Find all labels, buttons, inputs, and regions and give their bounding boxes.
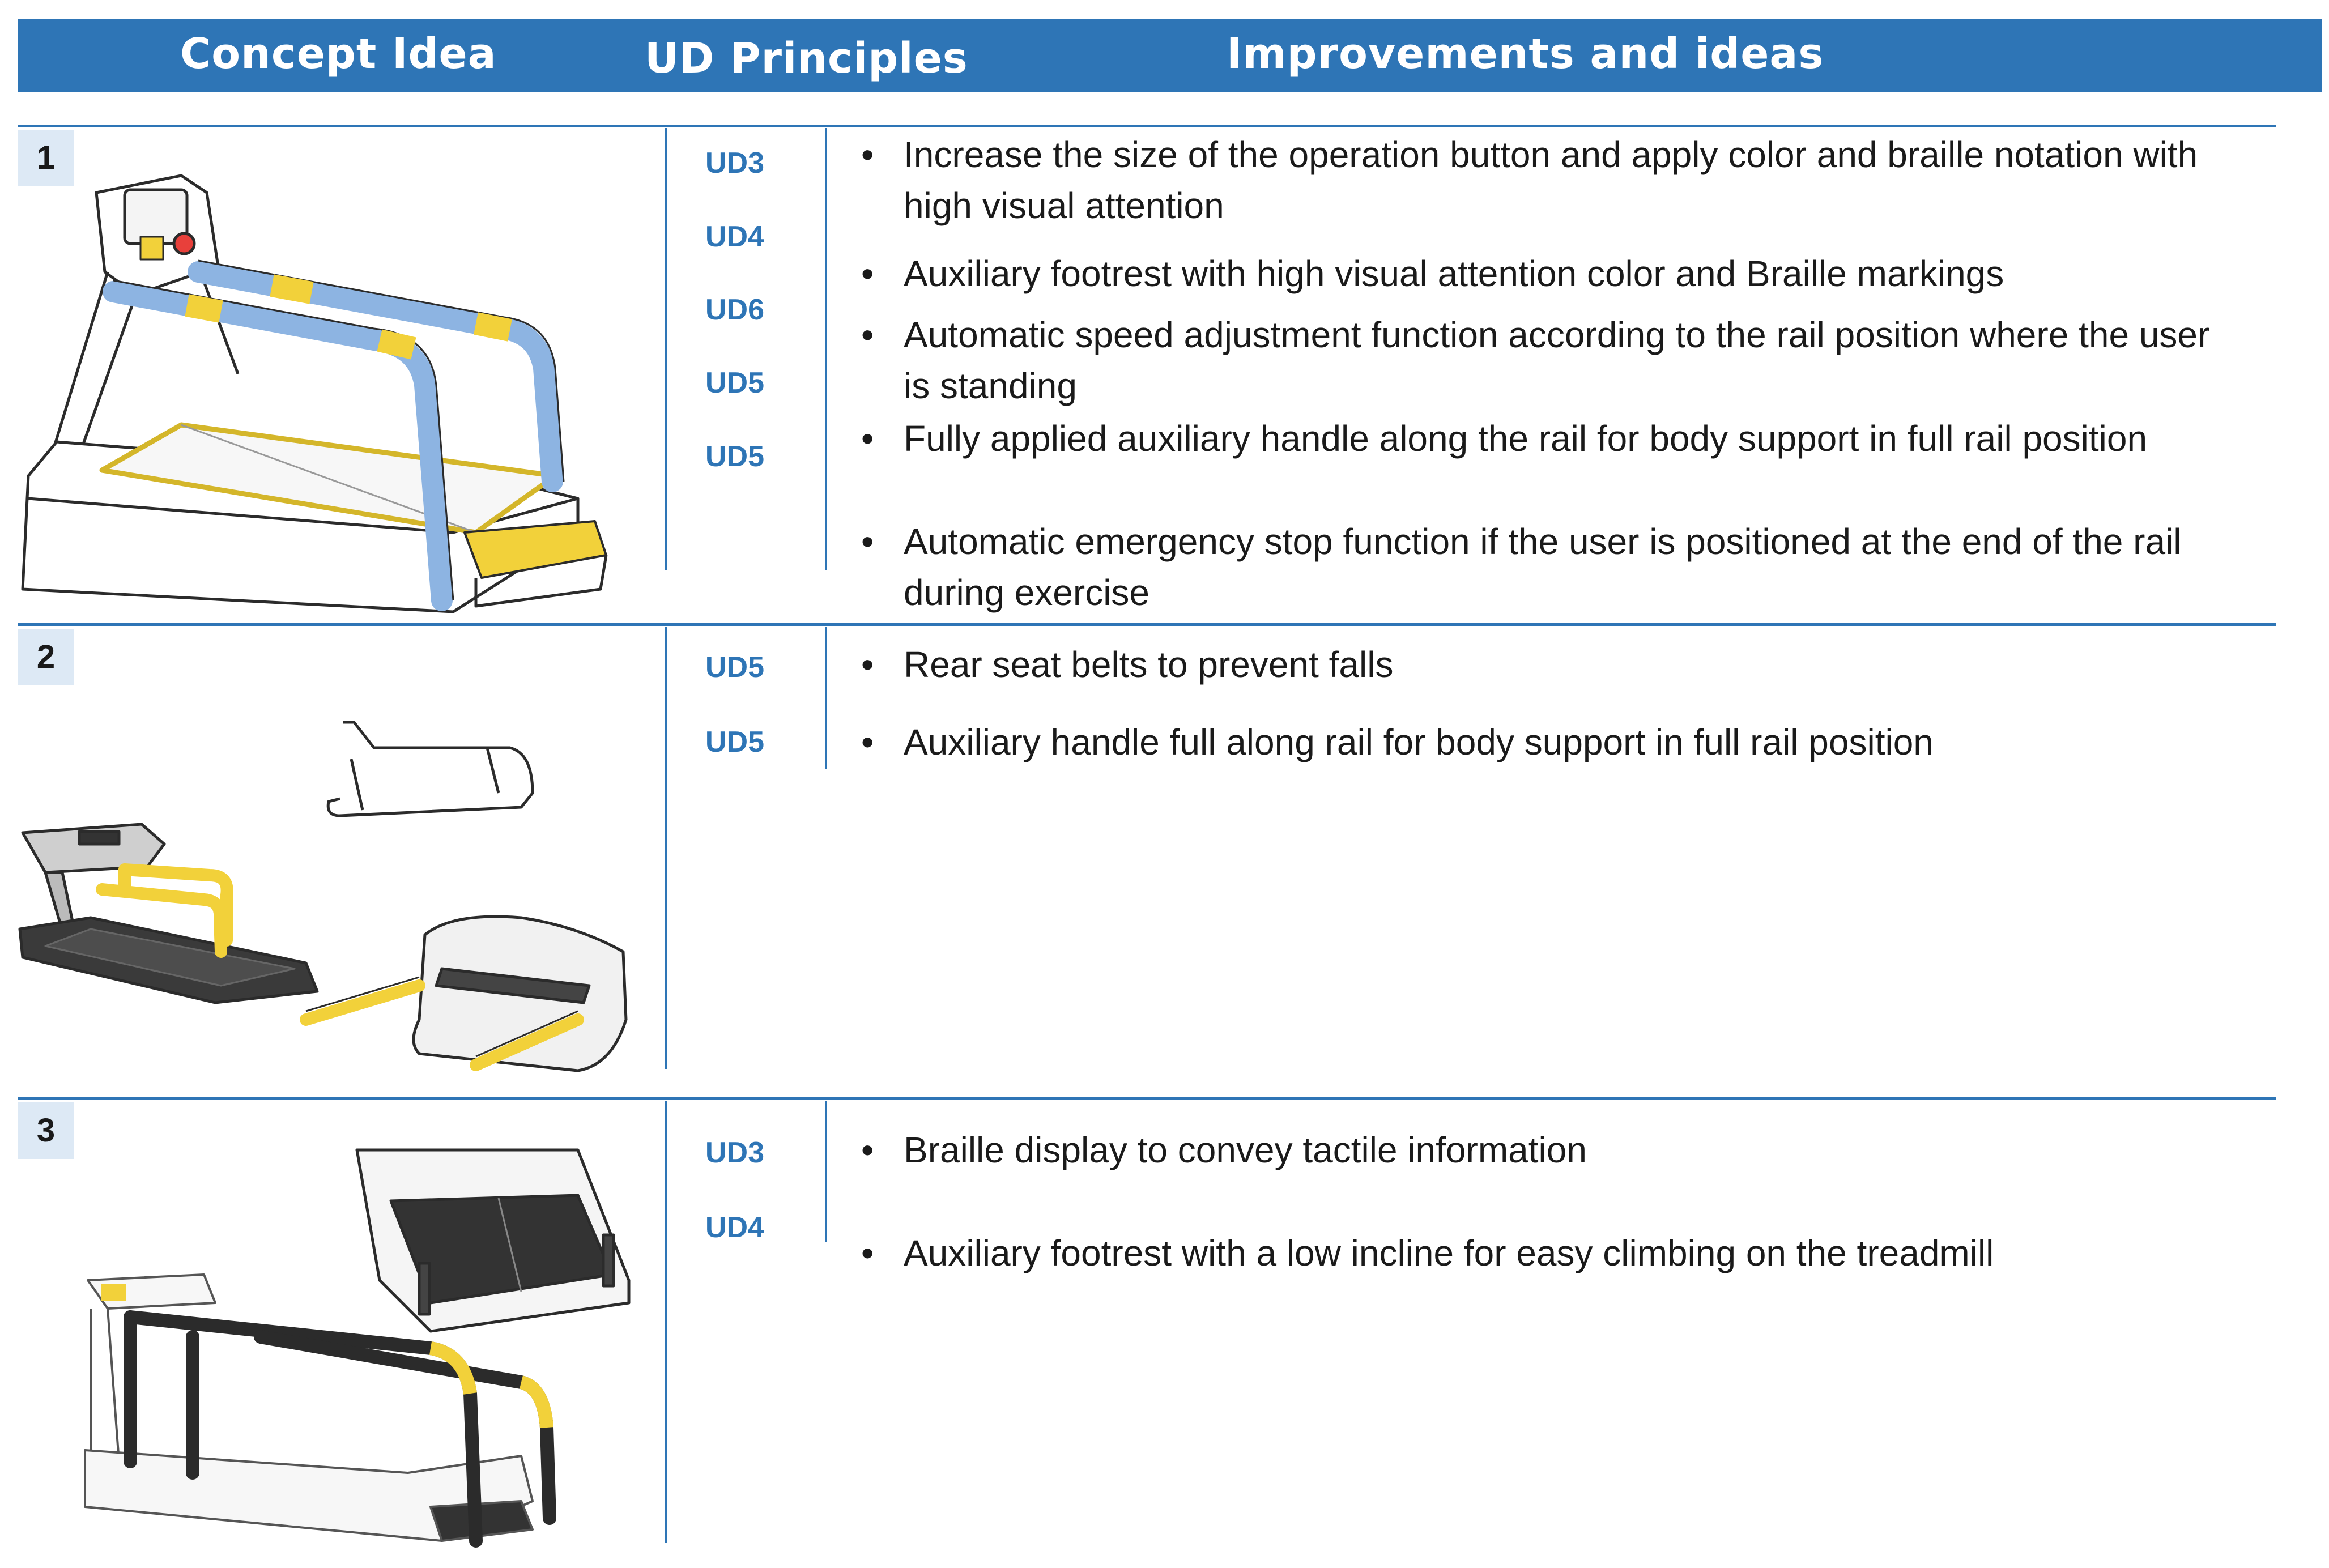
row-number-box: 2 bbox=[18, 629, 74, 685]
column-divider-right bbox=[825, 128, 827, 570]
list-item: •Automatic emergency stop function if th… bbox=[861, 516, 2221, 618]
row-number: 1 bbox=[36, 139, 56, 176]
ud-label: UD3 bbox=[705, 147, 765, 180]
column-divider-left bbox=[665, 1101, 667, 1543]
bullet-icon: • bbox=[861, 418, 874, 459]
table-header-bar bbox=[18, 19, 2322, 92]
row-divider-2 bbox=[18, 623, 2276, 626]
bullet-icon: • bbox=[861, 521, 874, 562]
bullet-icon: • bbox=[861, 314, 874, 355]
column-divider-left bbox=[665, 627, 667, 1069]
treadmill-sketch-3 bbox=[84, 1148, 631, 1548]
bullet-icon: • bbox=[861, 1130, 874, 1170]
ud-label: UD3 bbox=[705, 1136, 765, 1169]
bullet-icon: • bbox=[861, 134, 874, 175]
list-item: •Fully applied auxiliary handle along th… bbox=[861, 413, 2147, 464]
ud-label: UD6 bbox=[705, 293, 765, 326]
row-divider-3 bbox=[18, 1097, 2276, 1100]
ud-label: UD5 bbox=[705, 651, 765, 684]
bullet-icon: • bbox=[861, 253, 874, 294]
ud-label: UD5 bbox=[705, 726, 765, 759]
bullet-icon: • bbox=[861, 644, 874, 685]
row-number-box: 1 bbox=[18, 130, 74, 186]
bullet-icon: • bbox=[861, 1233, 874, 1273]
column-divider-left bbox=[665, 128, 667, 570]
ud-label: UD5 bbox=[705, 440, 765, 473]
ud-label: UD4 bbox=[705, 220, 765, 253]
row-number-box: 3 bbox=[18, 1102, 74, 1159]
list-item: •Rear seat belts to prevent falls bbox=[861, 639, 1393, 690]
treadmill-sketch-1 bbox=[21, 174, 608, 613]
list-item: •Braille display to convey tactile infor… bbox=[861, 1124, 1587, 1175]
header-improvements: Improvements and ideas bbox=[1227, 29, 1824, 78]
row-divider-1 bbox=[18, 125, 2276, 127]
ud-label: UD4 bbox=[705, 1211, 765, 1244]
row-number: 3 bbox=[36, 1112, 56, 1149]
column-divider-right bbox=[825, 627, 827, 769]
list-item: •Automatic speed adjustment function acc… bbox=[861, 309, 2221, 411]
list-item: •Increase the size of the operation butt… bbox=[861, 129, 2221, 231]
row-number: 2 bbox=[36, 638, 56, 675]
list-item: •Auxiliary footrest with a low incline f… bbox=[861, 1228, 1994, 1279]
header-concept-idea: Concept Idea bbox=[180, 29, 497, 78]
treadmill-sketch-2 bbox=[18, 721, 628, 1072]
list-item: •Auxiliary footrest with high visual att… bbox=[861, 248, 2004, 299]
column-divider-right bbox=[825, 1101, 827, 1242]
list-item: •Auxiliary handle full along rail for bo… bbox=[861, 717, 1934, 768]
header-ud-principles: UD Principles bbox=[645, 34, 968, 83]
ud-label: UD5 bbox=[705, 367, 765, 399]
bullet-icon: • bbox=[861, 722, 874, 762]
